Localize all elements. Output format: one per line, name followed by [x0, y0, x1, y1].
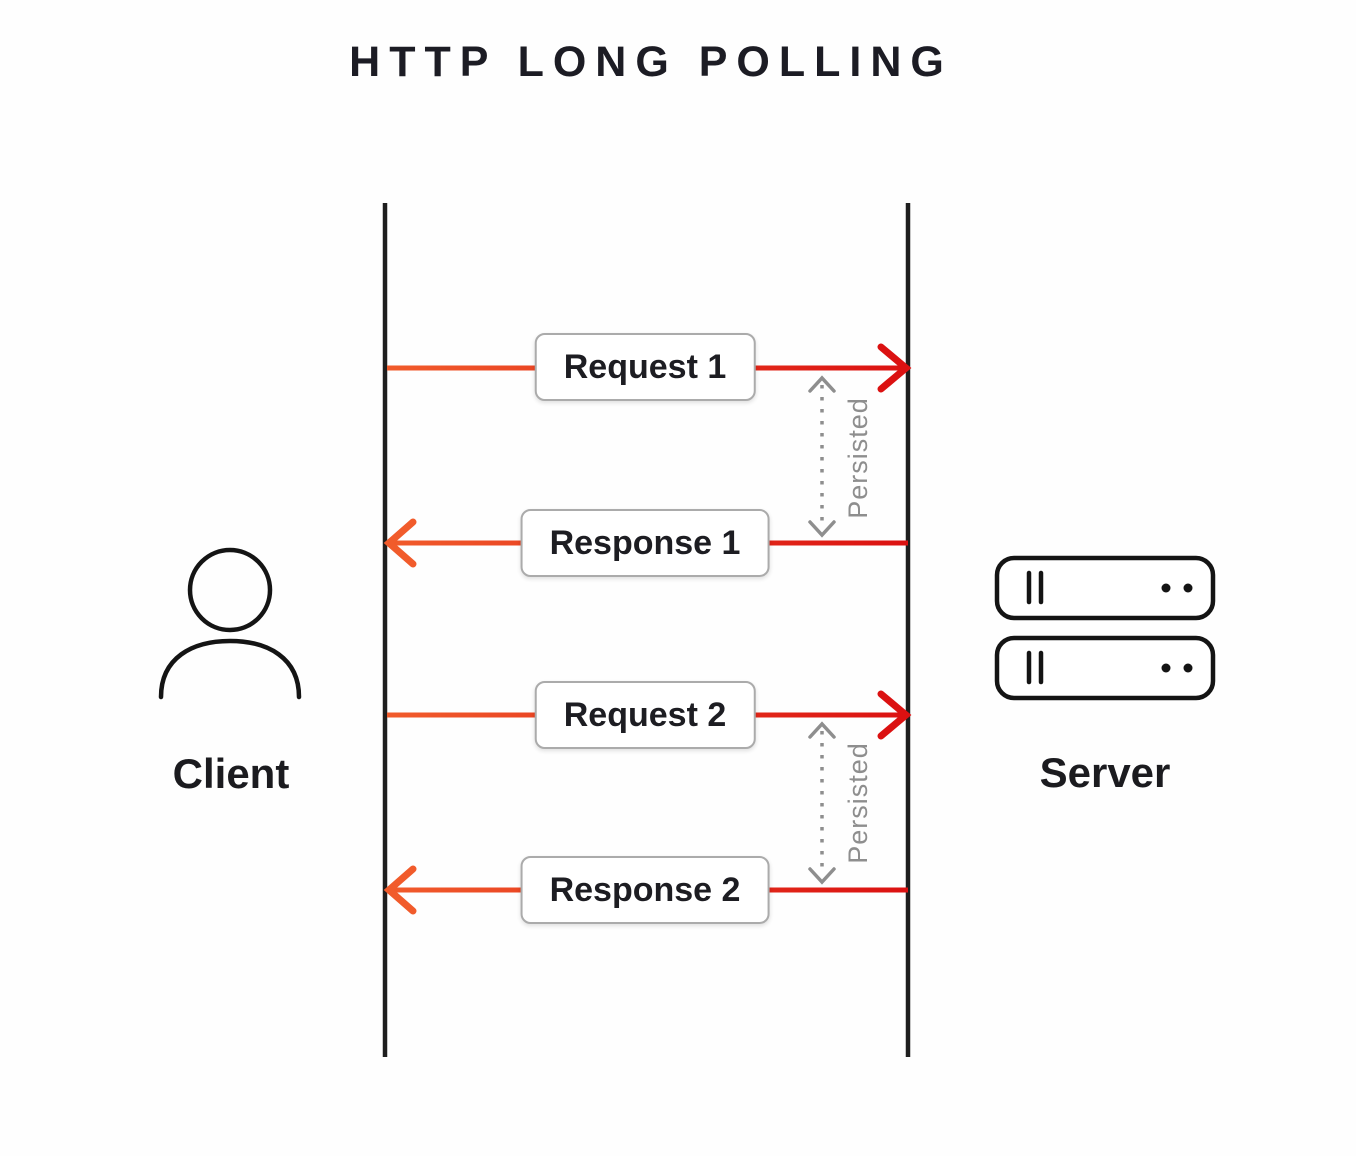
- persisted-annotation-2: Persisted: [843, 742, 873, 864]
- page-title: HTTP LONG POLLING: [349, 38, 953, 86]
- response-2-label-box: Response 2: [520, 856, 770, 924]
- server-label: Server: [1039, 749, 1171, 796]
- persisted-arrow-2: [808, 721, 836, 885]
- server-stack-icon: [994, 555, 1216, 701]
- persisted-arrow-1: [808, 375, 836, 538]
- client-label: Client: [172, 750, 290, 797]
- person-icon: [158, 547, 302, 700]
- persisted-annotation-1: Persisted: [843, 397, 873, 519]
- request-2-label-box: Request 2: [534, 681, 756, 749]
- request-1-label-box: Request 1: [534, 333, 756, 401]
- response-1-label-box: Response 1: [520, 509, 770, 577]
